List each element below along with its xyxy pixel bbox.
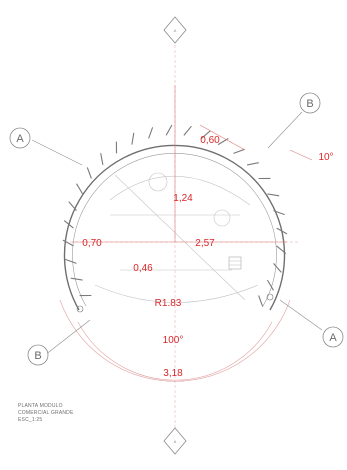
structural-rib [165, 124, 173, 136]
table-circle [148, 172, 168, 192]
caption-line-1: PLANTA MODULO [18, 403, 63, 409]
dim-label-radius: R1.83 [155, 298, 182, 309]
dim-label-124: 1,24 [173, 193, 193, 204]
width-dimension-arc [77, 321, 273, 381]
structural-rib [183, 125, 192, 136]
dim-label-10deg: 10° [318, 152, 333, 163]
leader-a-right [279, 299, 323, 331]
section-marker-b-bottom-label: B [34, 350, 41, 362]
structural-rib [267, 193, 280, 197]
structural-rib [86, 167, 92, 179]
structural-rib [68, 201, 77, 211]
structural-rib [70, 277, 83, 281]
dim-line-10deg [289, 149, 313, 161]
structural-rib [62, 239, 74, 247]
leader-b-bottom [44, 319, 91, 356]
section-marker-a-left: A [9, 127, 31, 149]
structural-rib [276, 245, 287, 254]
interior-diagonal [114, 174, 246, 301]
structural-rib [233, 148, 245, 154]
structural-rib [276, 227, 288, 235]
dimension-labels: 0,60 10° 1,24 0,70 2,57 0,46 R1.83 100° … [82, 135, 333, 379]
outer-wall-arc [63, 144, 286, 311]
section-marker-b-top: B [299, 92, 321, 114]
stool-circle [213, 209, 231, 227]
structural-rib [148, 127, 154, 139]
dim-label-070: 0,70 [82, 238, 102, 249]
dim-label-width: 3,18 [163, 368, 183, 379]
axis-marker-top: A [163, 16, 187, 44]
axis-marker-top-label: A [174, 28, 177, 33]
caption-line-3: ESC_1:25 [18, 417, 42, 423]
counter-curve [109, 175, 251, 206]
dim-label-046: 0,46 [133, 263, 153, 274]
section-marker-b-bottom: B [27, 344, 49, 366]
structural-rib [246, 162, 259, 166]
section-marker-b-top-label: B [306, 98, 313, 110]
inner-wall-arc [72, 153, 277, 307]
structural-rib [63, 220, 74, 229]
dimension-arcs [59, 299, 291, 382]
equipment-box [228, 256, 242, 270]
structural-rib [76, 183, 84, 195]
dim-label-100deg: 100° [163, 335, 184, 346]
structural-rib [131, 132, 135, 145]
leader-a-left [31, 139, 83, 166]
section-marker-a-right: A [322, 326, 344, 348]
structural-rib [65, 258, 77, 264]
structural-rib [100, 153, 104, 166]
dim-line-060 [199, 124, 246, 151]
structural-ribs [62, 124, 288, 307]
end-post-right [266, 293, 274, 301]
end-post-left [76, 305, 84, 313]
leader-b-top [267, 111, 303, 149]
dim-label-060: 0,60 [200, 135, 220, 146]
drawing-caption: PLANTA MODULO COMERCIAL GRANDE ESC_1:25 [18, 403, 74, 423]
section-marker-a-right-label: A [329, 332, 337, 344]
axis-marker-bottom: A [163, 427, 187, 455]
structural-rib [258, 295, 264, 307]
section-marker-a-left-label: A [16, 133, 24, 145]
axis-lines [70, 40, 300, 430]
interior-linework [76, 172, 274, 313]
section-leaders [31, 111, 323, 356]
dimension-lines [72, 85, 313, 243]
structural-rib [266, 279, 274, 291]
floor-curve [94, 284, 259, 303]
outer-dimension-arc [59, 299, 291, 382]
dim-label-257: 2,57 [195, 238, 215, 249]
structural-rib [201, 130, 211, 139]
structural-rib [273, 210, 285, 216]
axis-marker-bottom-label: A [174, 439, 177, 444]
structural-rib [273, 263, 282, 273]
caption-line-2: COMERCIAL GRANDE [18, 410, 74, 416]
